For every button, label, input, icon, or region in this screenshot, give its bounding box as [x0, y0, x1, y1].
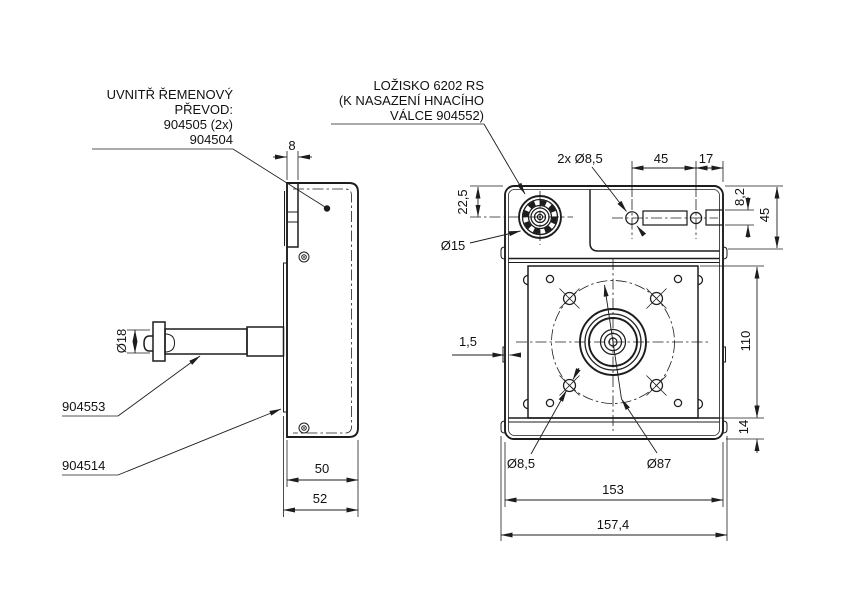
front-view-dimensions: LOŽISKO 6202 RS (K NASAZENÍ HNACÍHO VÁLC… [331, 78, 783, 541]
front-view [470, 185, 728, 440]
plate-corner-holes [545, 274, 683, 408]
bolt-hole-tl [559, 288, 580, 309]
dim-shaft-diameter: Ø18 [114, 329, 129, 354]
dim-45-top: 45 [654, 151, 668, 166]
dim-50: 50 [315, 461, 329, 476]
side-view [143, 182, 359, 438]
dim-110: 110 [738, 331, 753, 352]
dim-157-4: 157,4 [597, 517, 630, 532]
bolt-circle [551, 280, 675, 404]
dim-1-5: 1,5 [459, 334, 477, 349]
shaft [143, 321, 285, 362]
belt-drive-label-line4: 904504 [190, 132, 233, 147]
belt-drive-label-line2: PŘEVOD: [174, 102, 233, 117]
dim-bolt-circle-diameter: Ø87 [647, 456, 672, 471]
bolt-hole-bl [559, 375, 580, 396]
dim-17: 17 [699, 151, 713, 166]
bolt-hole-br [646, 375, 667, 396]
part-904553-text: 904553 [62, 399, 105, 414]
front-view-body [504, 185, 724, 440]
dim-bolt-hole-diameter: Ø8,5 [507, 456, 535, 471]
part-904514-label: 904514 [62, 408, 282, 476]
dim-2x-hole-diameter: 2x Ø8,5 [557, 151, 603, 166]
part-904553-label: 904553 [62, 355, 201, 417]
bearing-symbol [470, 191, 573, 245]
side-view-dimensions: 8 Ø18 50 52 UVNITŘ ŘEMENOVÝ PŘEVOD: 9045… [62, 87, 359, 517]
bearing-label-line3: VÁLCE 904552) [390, 108, 484, 123]
belt-drive-label-line1: UVNITŘ ŘEMENOVÝ [107, 87, 234, 102]
belt-drive-label: UVNITŘ ŘEMENOVÝ PŘEVOD: 904505 (2x) 9045… [92, 87, 331, 212]
side-view-body [286, 182, 359, 438]
top-mounting-holes [612, 199, 724, 239]
plate-edge-notches [522, 274, 704, 410]
bearing-label-line1: LOŽISKO 6202 RS [373, 78, 484, 93]
side-view-phantom-line [293, 188, 352, 434]
bearing-label-line2: (K NASAZENÍ HNACÍHO [339, 93, 484, 108]
dim-14: 14 [736, 420, 751, 434]
screw-top [298, 251, 310, 263]
screw-bottom [298, 422, 310, 434]
leader-dot [323, 205, 331, 212]
bolt-hole-tr [646, 288, 667, 309]
part-904514-text: 904514 [62, 458, 105, 473]
drive-hub [516, 259, 711, 431]
dim-bore-diameter: Ø15 [441, 238, 466, 253]
belt-drive-label-line3: 904505 (2x) [164, 117, 233, 132]
dim-153: 153 [602, 482, 624, 497]
dim-8: 8 [288, 138, 295, 153]
dim-45-right: 45 [757, 208, 772, 222]
dim-8-2: 8,2 [732, 188, 747, 206]
bearing-label: LOŽISKO 6202 RS (K NASAZENÍ HNACÍHO VÁLC… [331, 78, 526, 195]
belt-cover-strip [284, 183, 299, 248]
housing-tabs [500, 246, 728, 434]
dim-22-5: 22,5 [455, 189, 470, 214]
dim-52: 52 [313, 491, 327, 506]
